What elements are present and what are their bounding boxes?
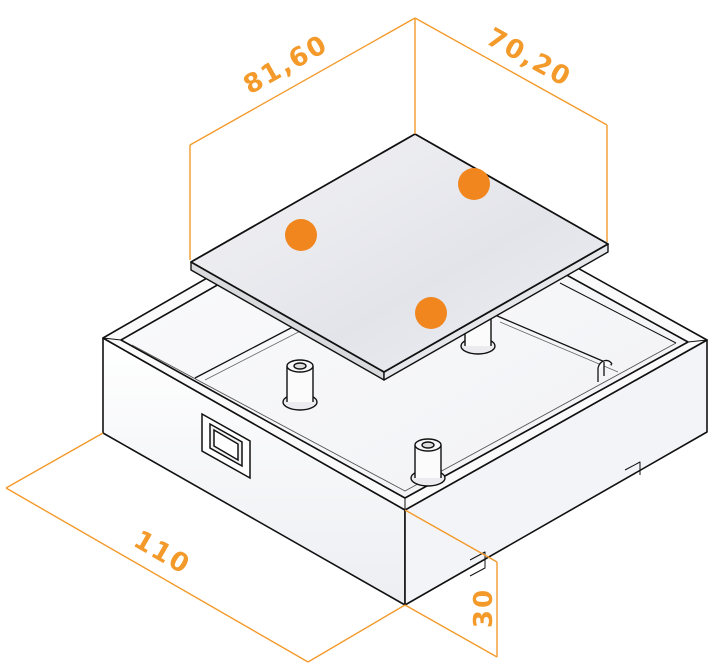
standoff-front xyxy=(410,438,446,487)
dim-line-top-right xyxy=(414,17,608,126)
mounting-markers xyxy=(285,168,490,329)
dim-label-top-right: 70,20 xyxy=(481,23,576,94)
mounting-hole-marker-top xyxy=(458,168,490,200)
standoff-left xyxy=(282,359,318,411)
usb-port-icon xyxy=(201,412,251,480)
dim-label-base-length: 110 xyxy=(128,525,195,581)
mounting-hole-marker-left xyxy=(285,219,317,251)
lid-plate xyxy=(190,133,609,381)
dim-line-base-length xyxy=(5,487,309,663)
dimension-lines xyxy=(5,17,608,663)
mounting-hole-marker-front xyxy=(415,297,447,329)
dim-line-top-left xyxy=(189,17,416,146)
clip-icon xyxy=(597,359,613,382)
dim-label-height: 30 xyxy=(469,588,499,628)
